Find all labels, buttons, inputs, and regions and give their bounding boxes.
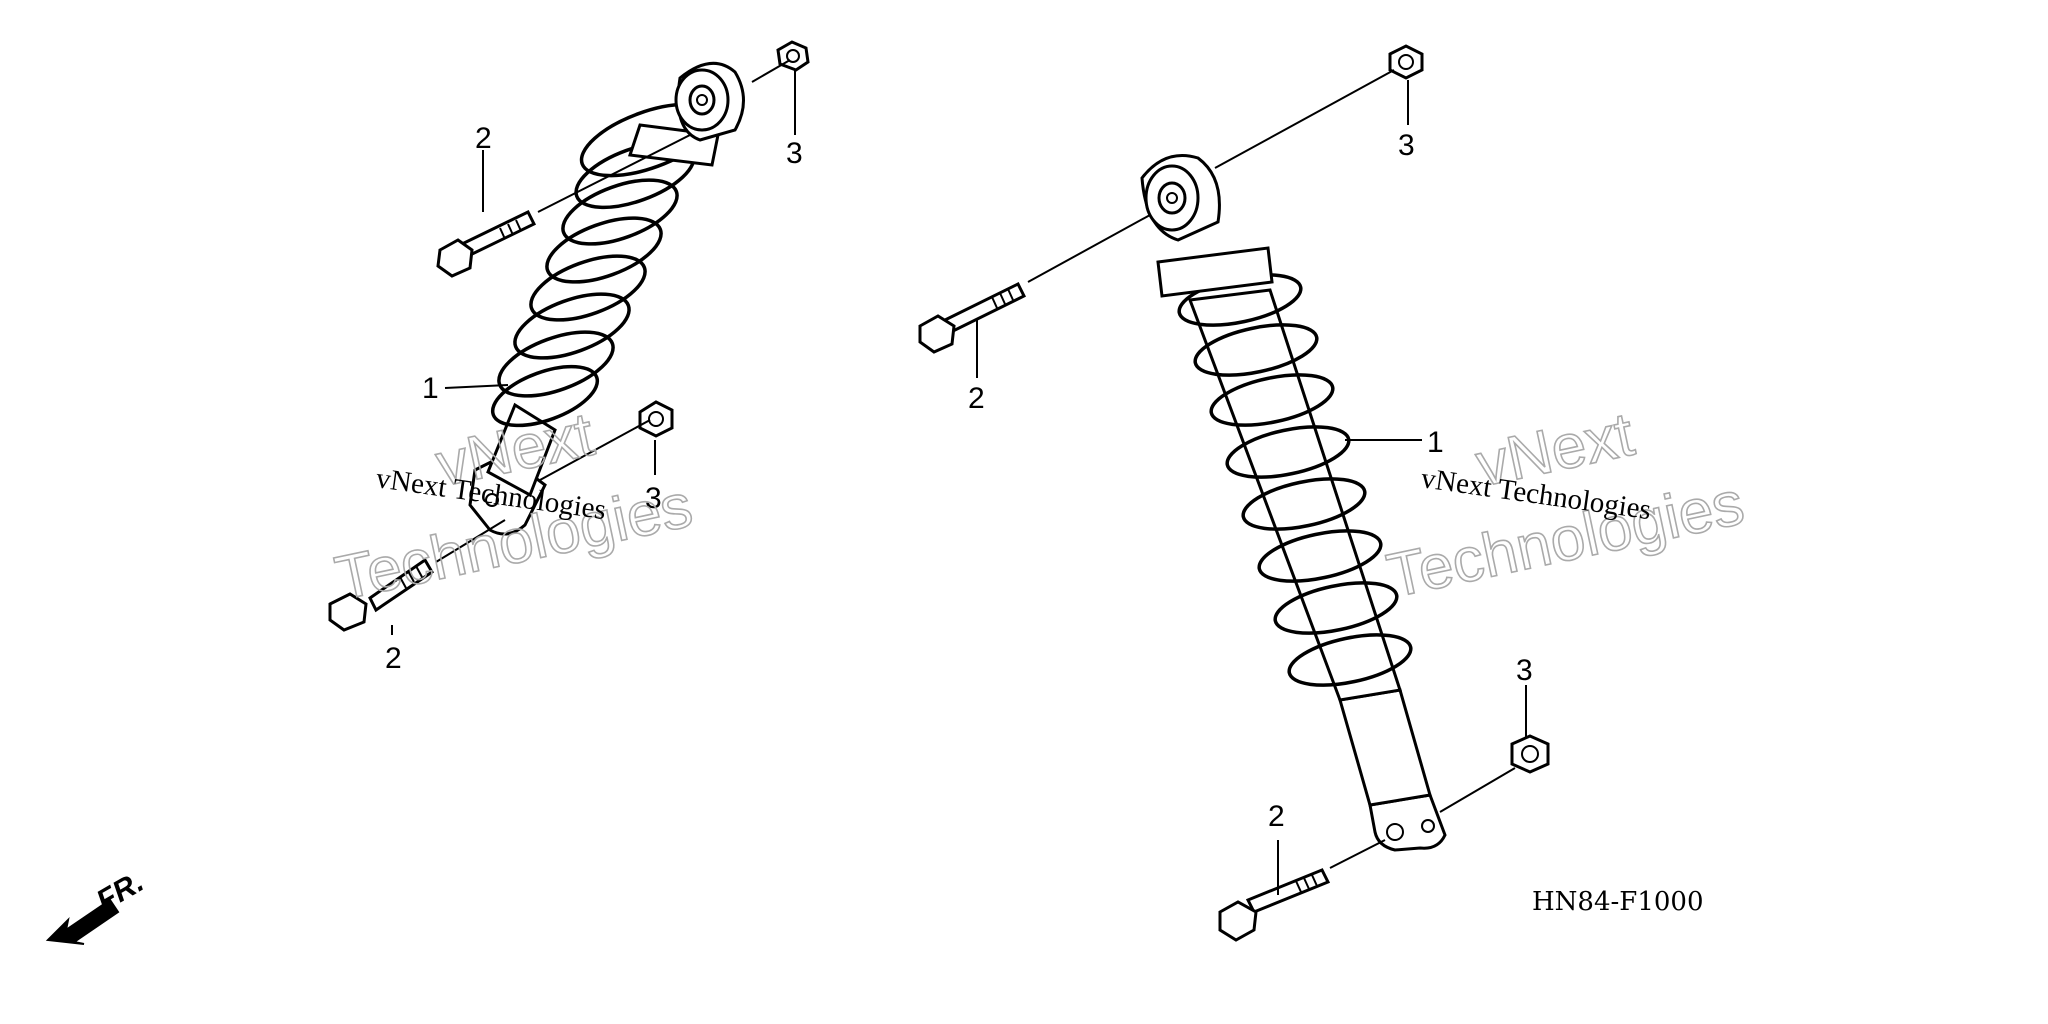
right-top-nut <box>1388 44 1424 80</box>
right-top-nut-callout: 3 <box>1398 129 1415 162</box>
callouts: 2 3 1 3 2 2 3 1 3 2 <box>385 122 1533 833</box>
front-arrow: FR. <box>45 865 149 945</box>
right-top-bolt <box>918 281 1027 354</box>
arrow-icon <box>45 898 120 945</box>
right-bottom-nut-callout: 3 <box>1516 654 1533 687</box>
right-shock-absorber <box>1140 154 1447 852</box>
left-bottom-nut <box>638 400 674 438</box>
right-top-bolt-callout: 2 <box>968 382 985 415</box>
left-bottom-bolt <box>328 557 435 632</box>
right-bottom-bolt-callout: 2 <box>1268 800 1285 833</box>
left-bottom-nut-callout: 3 <box>645 482 662 515</box>
left-bottom-bolt-callout: 2 <box>385 642 402 675</box>
right-shock-callout: 1 <box>1427 426 1444 459</box>
leader-lines <box>391 59 1527 895</box>
part-code: HN84-F1000 <box>1532 887 1704 917</box>
right-bottom-nut <box>1510 734 1550 774</box>
left-top-nut <box>776 40 810 72</box>
left-top-nut-callout: 3 <box>786 137 803 170</box>
left-top-bolt <box>436 210 537 278</box>
right-bottom-bolt <box>1218 868 1331 942</box>
left-top-bolt-callout: 2 <box>475 122 492 155</box>
left-shock-callout: 1 <box>422 372 439 405</box>
